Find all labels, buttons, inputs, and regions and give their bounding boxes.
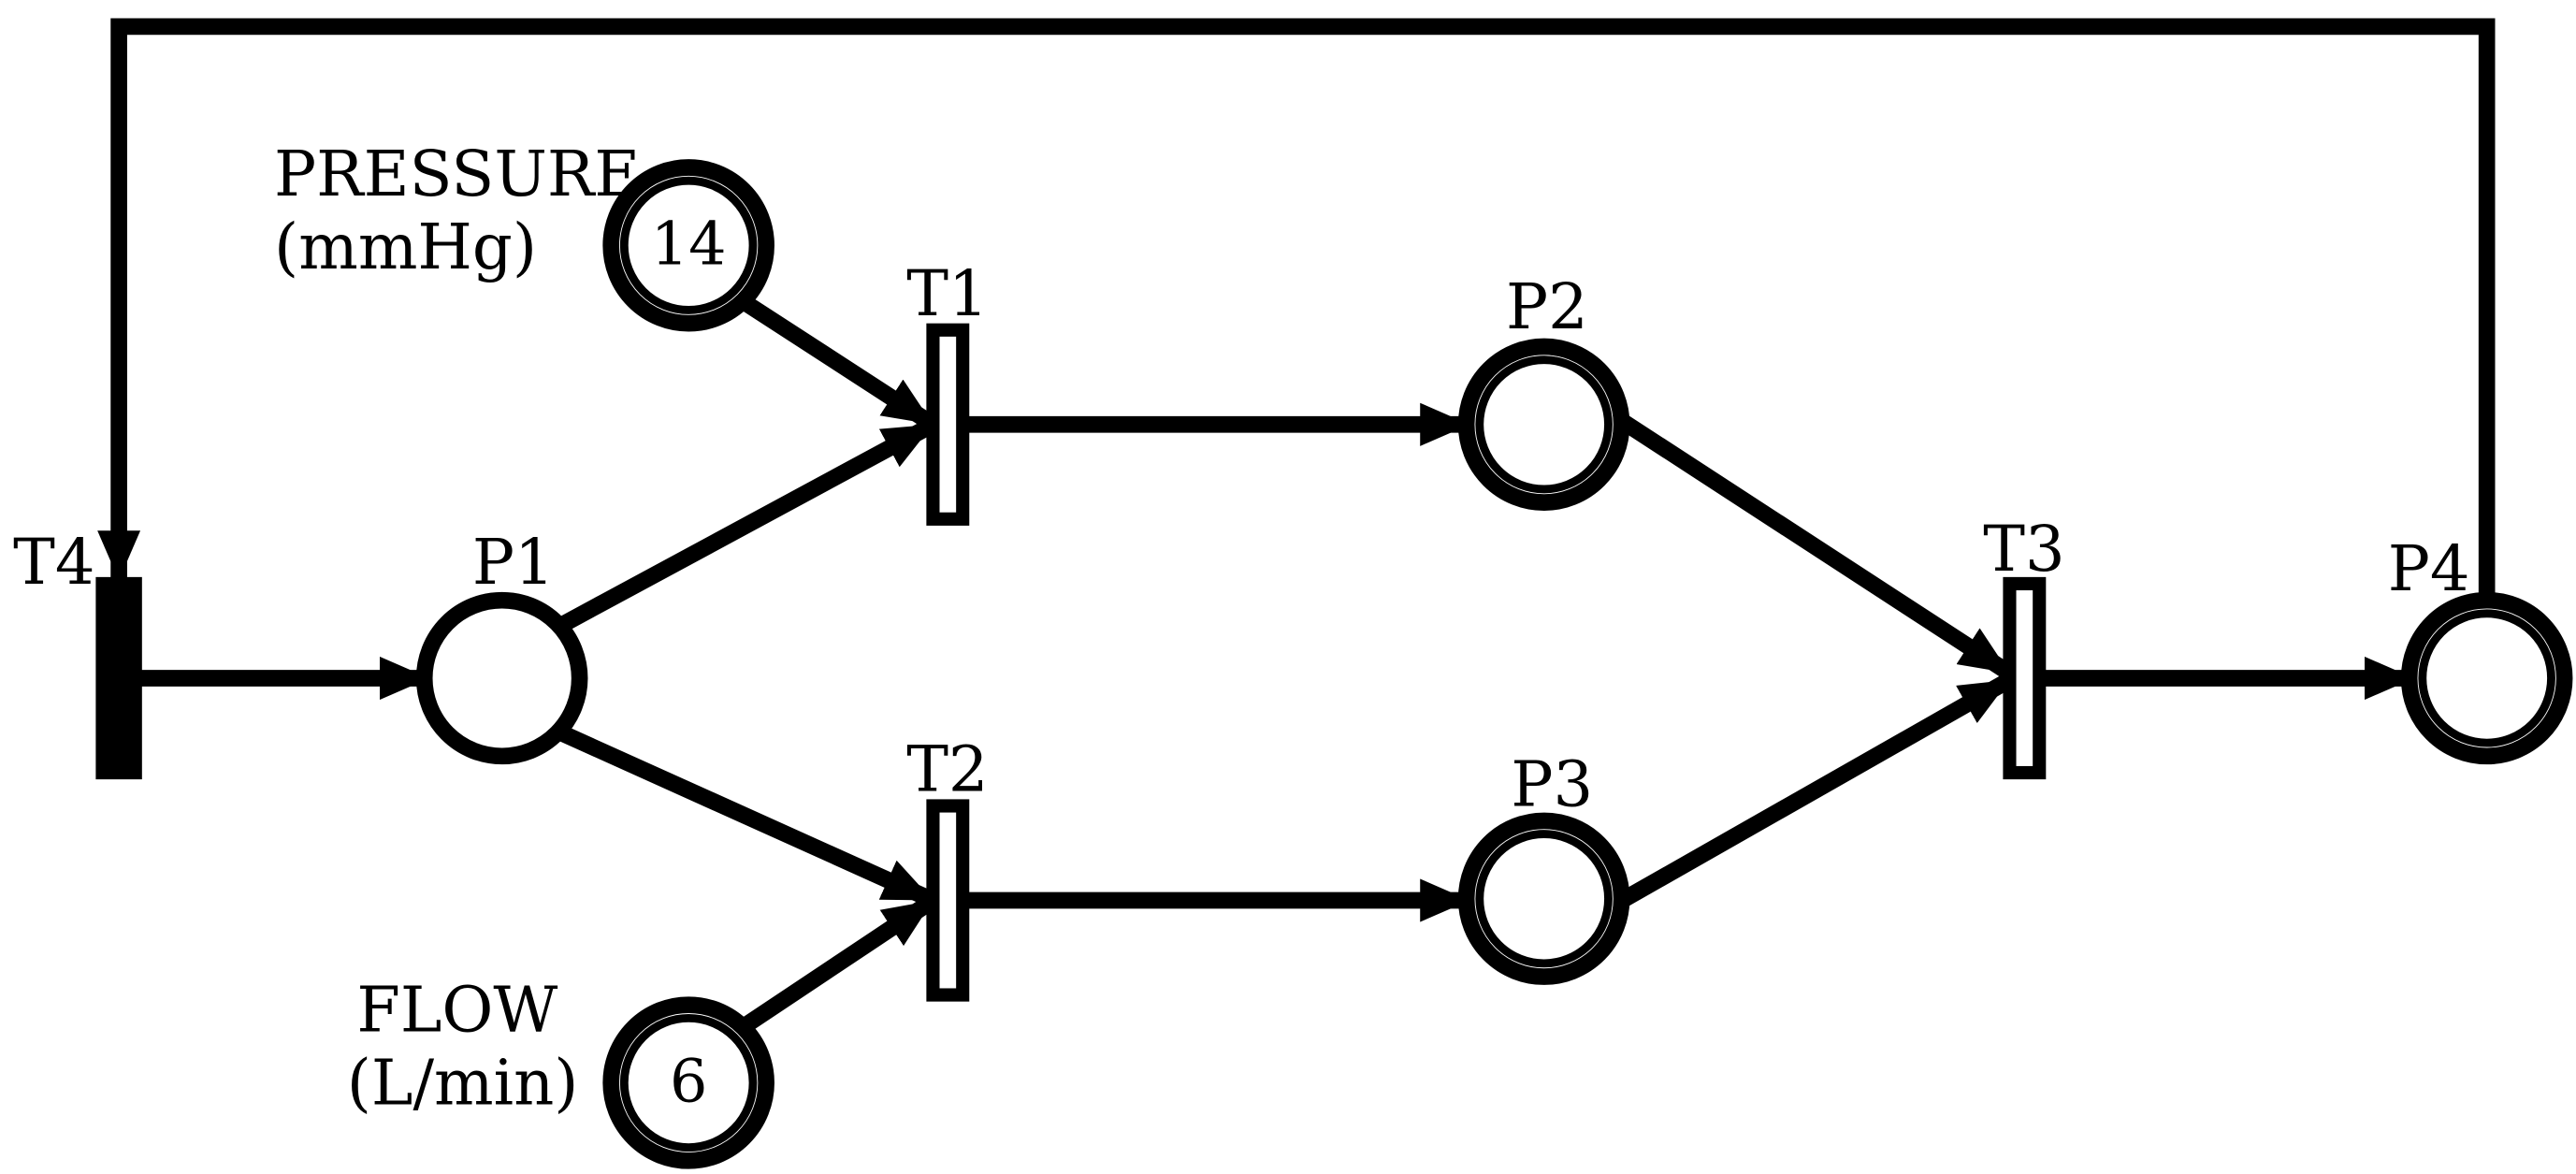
t2-label: T2: [906, 732, 988, 805]
flow-token-count: 6: [670, 1047, 707, 1116]
pressure-token-count: 14: [651, 210, 727, 279]
place-p3: [1457, 812, 1630, 985]
arc-p2-t3: [1620, 415, 2015, 681]
flow-label-line2: (L/min): [347, 1046, 579, 1119]
place-p4: [2400, 591, 2573, 765]
arc-p1-t1: [557, 416, 937, 633]
t3-label: T3: [1983, 513, 2064, 586]
p4-label: P4: [2388, 532, 2470, 605]
pressure-label-line2: (mmHg): [274, 210, 537, 283]
place-flow: [602, 996, 774, 1169]
arc-p3-t3: [1620, 673, 2014, 906]
arc-pressure-t1: [742, 296, 938, 432]
place-pressure: [602, 159, 774, 332]
arc-flow-t2: [742, 893, 938, 1032]
transition-t4: [95, 576, 142, 780]
transition-t3: [2003, 576, 2047, 780]
pressure-label-line1: PRESSURE: [274, 138, 640, 210]
p3-label: P3: [1511, 747, 1593, 820]
arc-p4-t4-feedback: [97, 18, 2496, 598]
arc-p1-t2: [557, 725, 937, 908]
place-p2: [1457, 338, 1630, 511]
p1-label: P1: [472, 526, 555, 599]
transition-t2: [926, 799, 970, 1002]
p2-label: P2: [1506, 270, 1588, 343]
flow-label-line1: FLOW: [356, 973, 557, 1046]
t1-label: T1: [906, 257, 988, 330]
transition-t1: [926, 323, 970, 526]
place-p1: [415, 591, 588, 765]
t4-label: T4: [13, 526, 94, 599]
